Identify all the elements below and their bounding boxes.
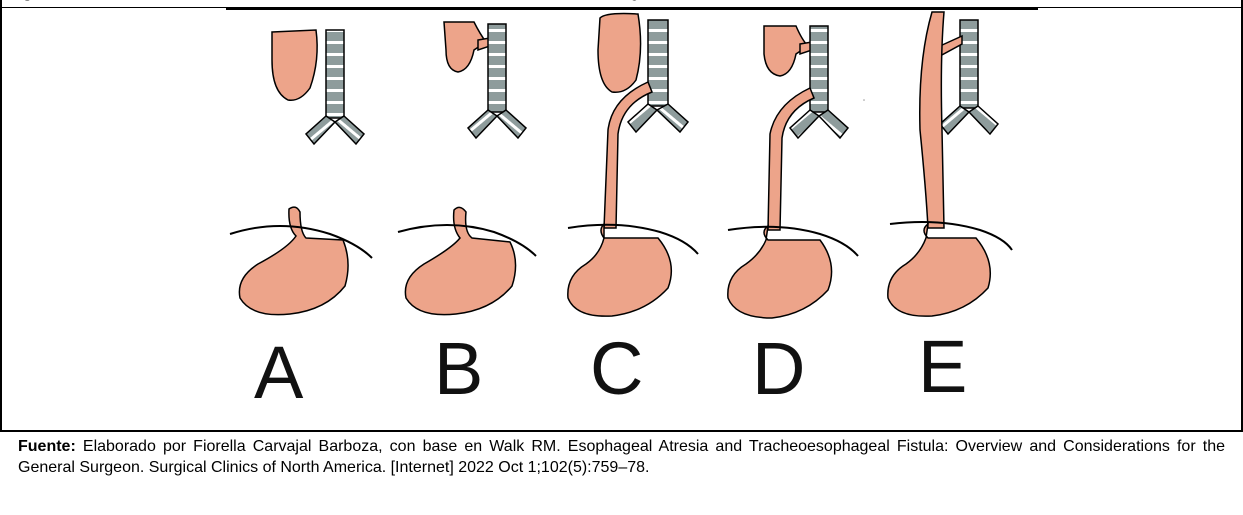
h-type-fistula <box>940 36 962 56</box>
stray-mark <box>863 99 865 101</box>
panel-a: A <box>230 30 372 414</box>
trachea <box>940 20 998 134</box>
panel-label-b: B <box>434 327 483 410</box>
panel-label-e: E <box>918 325 967 408</box>
caption-text: Elaborado por Fiorella Carvajal Barboza,… <box>18 438 1225 476</box>
stomach <box>239 207 348 315</box>
stomach <box>728 226 832 318</box>
upper-esophageal-pouch <box>272 30 317 100</box>
lower-esophagus-fistula <box>604 82 652 228</box>
caption-lead: Fuente: <box>18 438 76 455</box>
stomach <box>888 224 990 316</box>
panel-label-c: C <box>590 327 643 410</box>
panel-label-d: D <box>752 327 805 410</box>
caption-divider <box>0 430 1243 432</box>
panel-b: B <box>398 22 536 410</box>
stomach <box>405 207 515 314</box>
lower-esophagus-fistula <box>768 88 814 230</box>
panel-c: C <box>568 14 698 411</box>
panel-e: E <box>888 12 1012 408</box>
upper-esophageal-pouch <box>598 14 641 93</box>
atresia-types-diagram: A B C <box>0 0 1243 430</box>
continuous-esophagus <box>920 12 944 228</box>
figure-caption: Fuente: Elaborado por Fiorella Carvajal … <box>18 436 1225 478</box>
panel-label-a: A <box>254 331 304 414</box>
panel-d: D <box>728 26 858 410</box>
stomach <box>568 224 672 316</box>
